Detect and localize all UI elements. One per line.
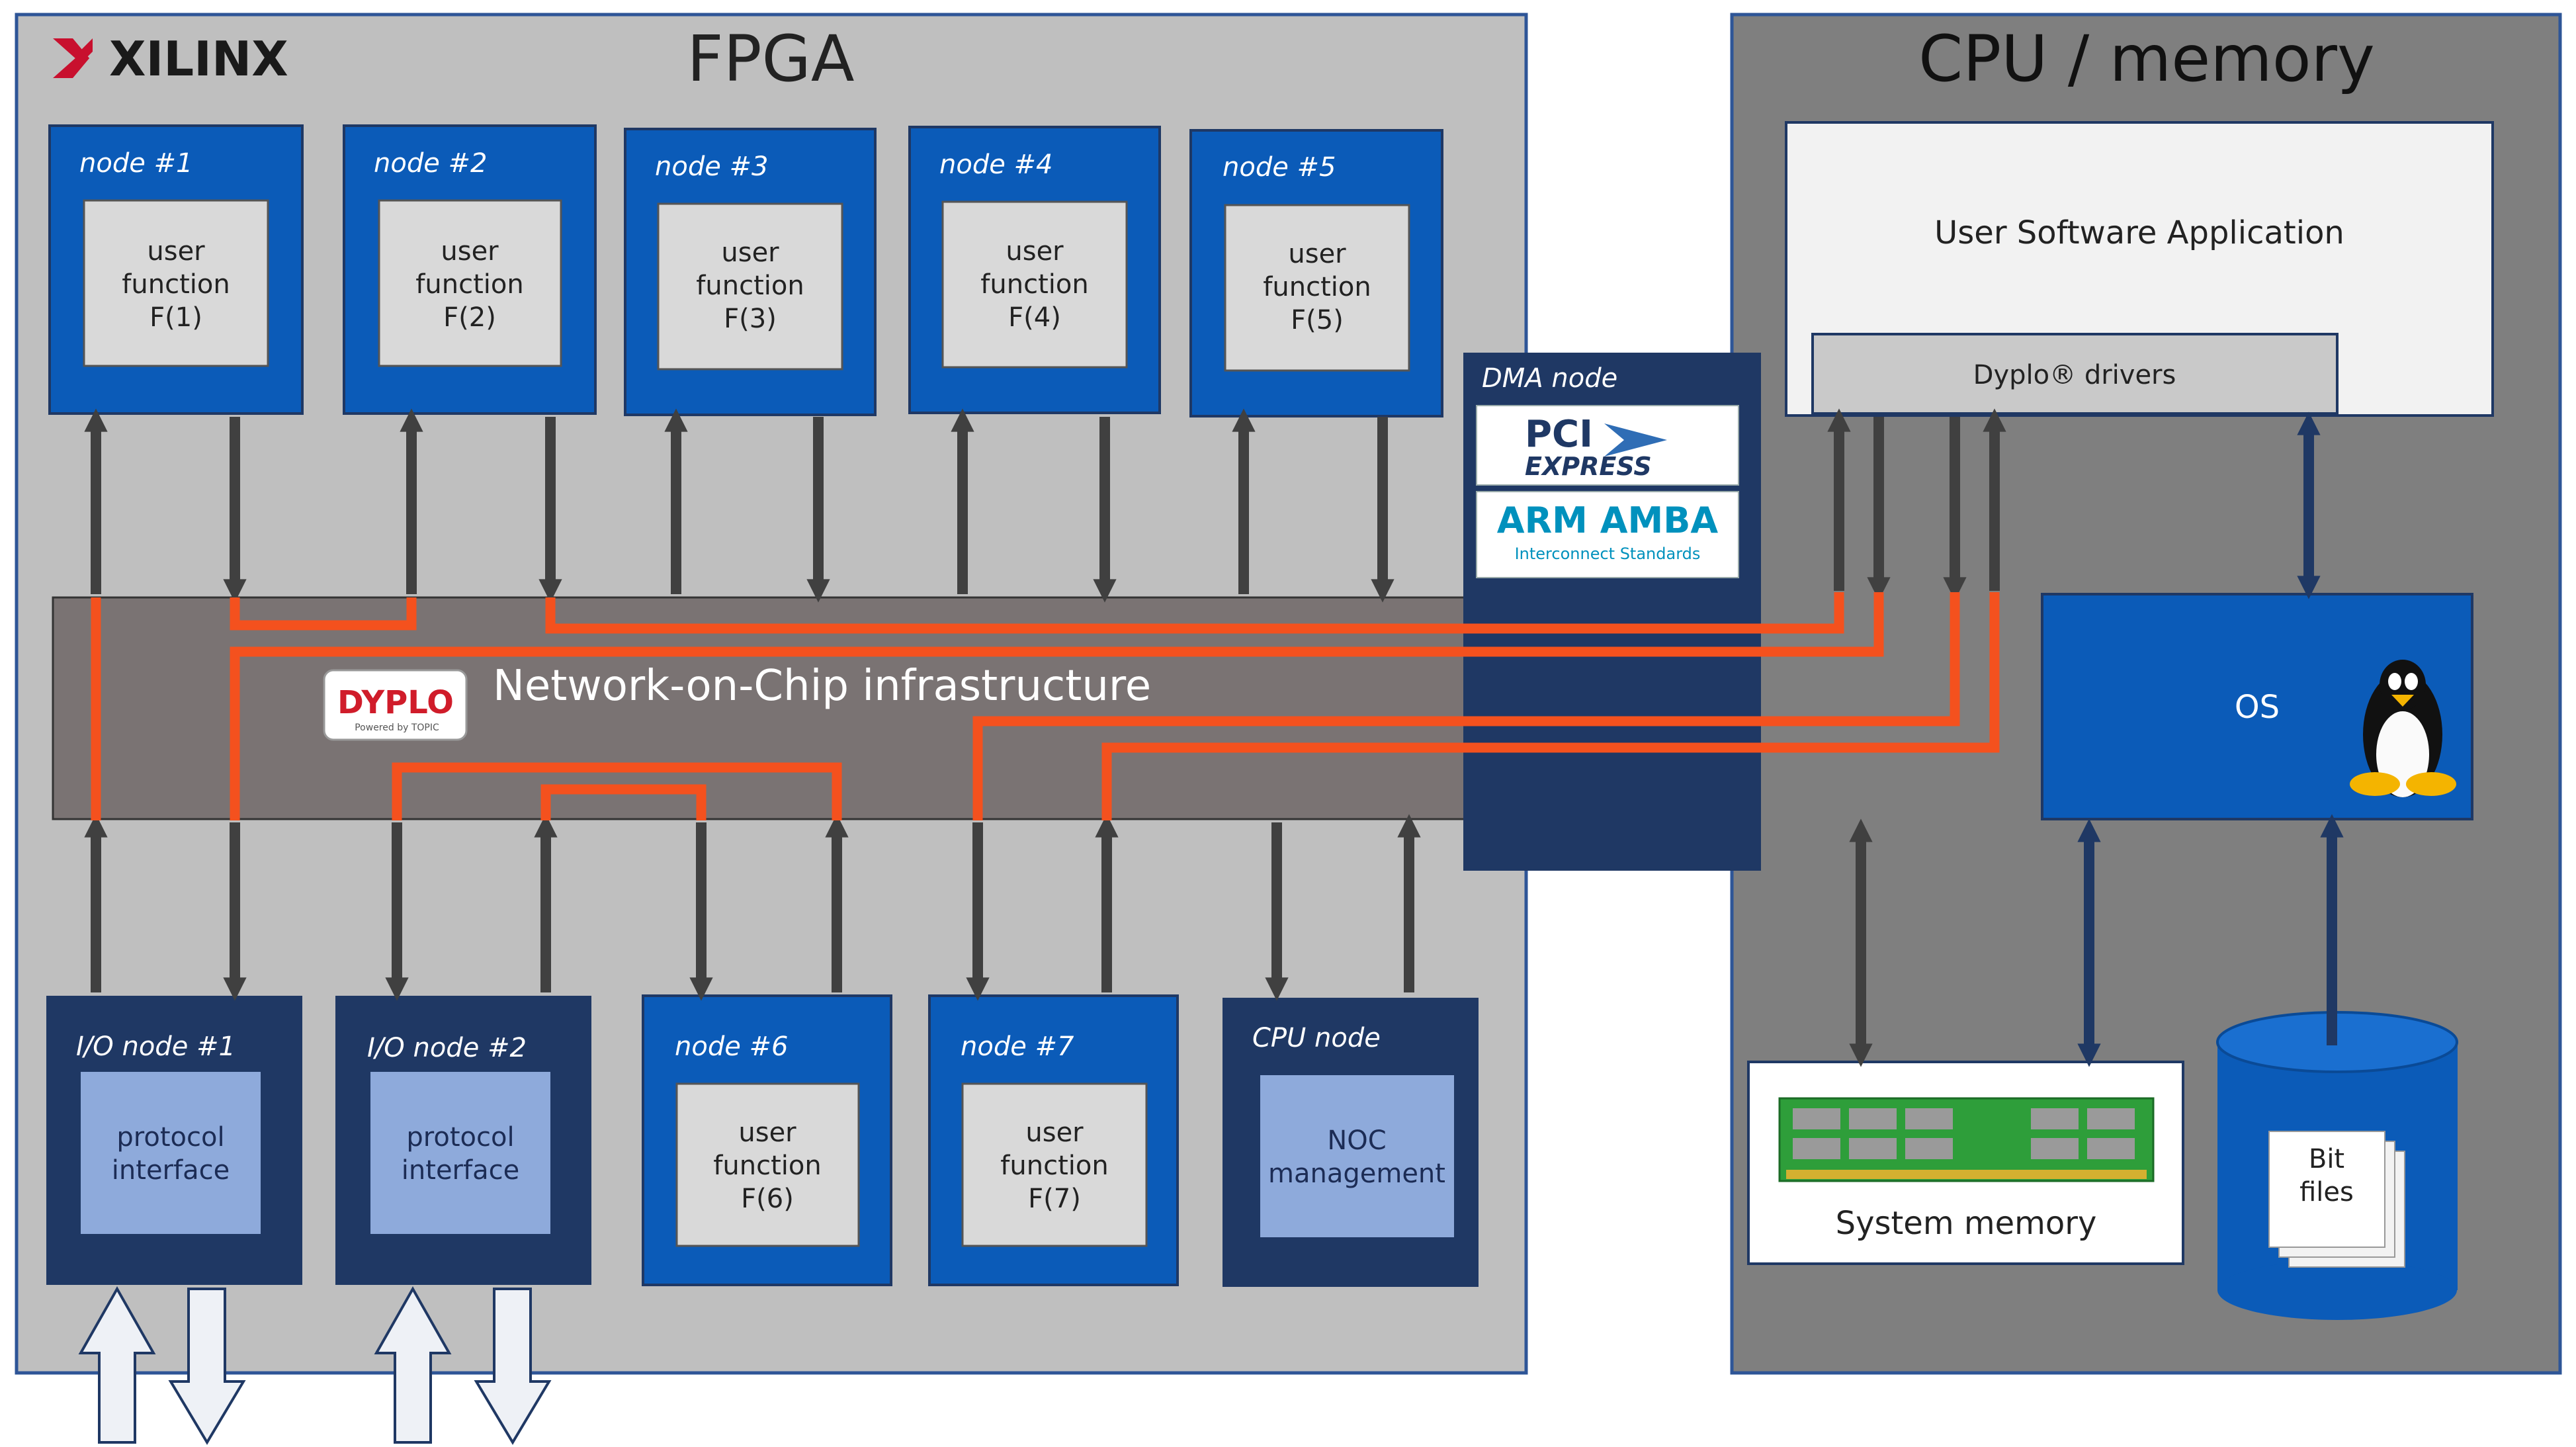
io-external-arrows — [78, 1286, 552, 1445]
node-3: node #3 user function F(3) — [624, 128, 877, 416]
node-5-line2: function — [1263, 272, 1371, 302]
node-1-line3: F(1) — [150, 302, 202, 333]
node-2-line1: user — [441, 236, 499, 267]
io-node-1-line2: interface — [112, 1155, 230, 1186]
xilinx-logo-text: XILINX — [109, 31, 288, 87]
dyplo-logo-text: DYPLO — [337, 684, 454, 721]
noc-routes — [91, 592, 2000, 820]
node-5-title: node #5 — [1223, 152, 1336, 183]
arm-amba-logo-line2: Interconnect Standards — [1515, 545, 1701, 563]
io-node-2-line2: interface — [402, 1155, 519, 1186]
noc-label: Network-on-Chip infrastructure — [493, 662, 1151, 711]
pci-express-logo — [1476, 405, 1739, 486]
cpu-navy-arrows — [2077, 412, 2344, 1067]
cpu-node: CPU node NOC management — [1223, 998, 1479, 1287]
arm-amba-logo-line1: ARM AMBA — [1497, 500, 1719, 541]
pci-express-swoosh-icon — [1604, 423, 1667, 457]
bitfiles-label-line2: files — [2299, 1177, 2354, 1207]
node-5: node #5 user function F(5) — [1189, 129, 1443, 417]
io-node-2-line1: protocol — [406, 1122, 514, 1153]
node-4-line2: function — [980, 269, 1088, 300]
node-5-line1: user — [1288, 239, 1346, 269]
bitfiles-label-line1: Bit — [2309, 1144, 2344, 1174]
dyplo-drivers-box — [1811, 333, 2339, 415]
node-7-line1: user — [1025, 1118, 1084, 1148]
node-6: node #6 user function F(6) — [642, 994, 892, 1286]
node-4-line3: F(4) — [1008, 302, 1061, 333]
node-2-line3: F(2) — [443, 302, 496, 333]
node-4: node #4 user function F(4) — [908, 126, 1161, 414]
io-node-1: I/O node #1 protocol interface — [46, 996, 302, 1285]
node-5-line3: F(5) — [1291, 305, 1344, 335]
dyplo-drivers-label: Dyplo® drivers — [1973, 360, 2176, 390]
cpu-node-title: CPU node — [1252, 1023, 1381, 1053]
node-1-line1: user — [147, 236, 205, 267]
node-2: node #2 user function F(2) — [343, 124, 597, 415]
xilinx-logo-icon — [53, 38, 93, 78]
node-1: node #1 user function F(1) — [48, 124, 304, 415]
node-6-line2: function — [713, 1151, 821, 1181]
node-4-line1: user — [1006, 236, 1064, 267]
node-3-line1: user — [721, 238, 779, 268]
io-2-in-arrow — [374, 1286, 452, 1444]
arm-amba-logo — [1476, 491, 1739, 578]
cpu-memory-title: CPU / memory — [1918, 22, 2375, 96]
top-node-arrows — [84, 408, 1395, 603]
io-1-out-arrow — [168, 1288, 246, 1445]
node-7-title: node #7 — [961, 1031, 1074, 1062]
node-4-title: node #4 — [939, 150, 1053, 180]
node-3-title: node #3 — [655, 152, 769, 182]
os-label: OS — [2235, 689, 2280, 726]
dma-node-title: DMA node — [1482, 363, 1617, 394]
io-node-1-title: I/O node #1 — [76, 1031, 236, 1062]
io-2-out-arrow — [474, 1288, 552, 1445]
dyplo-logo-subtext: Powered by TOPIC — [355, 723, 439, 733]
io-node-1-line1: protocol — [116, 1122, 224, 1153]
node-6-line1: user — [738, 1118, 796, 1148]
node-2-title: node #2 — [374, 148, 488, 179]
driver-arrows — [1827, 408, 2006, 1067]
node-3-line3: F(3) — [724, 304, 777, 334]
node-2-line2: function — [415, 269, 523, 300]
ram-module-icon — [1778, 1097, 2155, 1182]
node-7-line2: function — [1000, 1151, 1108, 1181]
system-memory-label: System memory — [1836, 1205, 2097, 1242]
node-6-line3: F(6) — [741, 1184, 794, 1214]
cpu-node-line2: management — [1268, 1159, 1445, 1189]
node-7-line3: F(7) — [1028, 1184, 1081, 1214]
node-7: node #7 user function F(7) — [928, 994, 1179, 1286]
pci-express-logo-line1: PCI — [1525, 413, 1593, 456]
node-1-line2: function — [122, 269, 230, 300]
node-6-title: node #6 — [675, 1031, 789, 1062]
io-node-2: I/O node #2 protocol interface — [335, 996, 591, 1285]
cpu-node-line1: NOC — [1327, 1125, 1386, 1156]
fpga-title: FPGA — [687, 22, 854, 96]
user-software-application-label: User Software Application — [1934, 214, 2344, 251]
bottom-node-arrows — [84, 814, 1421, 1001]
io-node-2-title: I/O node #2 — [367, 1033, 527, 1063]
pci-express-logo-line2: EXPRESS — [1525, 452, 1652, 481]
node-1-title: node #1 — [79, 148, 193, 179]
tux-penguin-icon — [2350, 660, 2456, 797]
node-3-line2: function — [696, 271, 804, 301]
dyplo-logo-icon — [323, 669, 468, 741]
io-1-in-arrow — [78, 1286, 156, 1444]
